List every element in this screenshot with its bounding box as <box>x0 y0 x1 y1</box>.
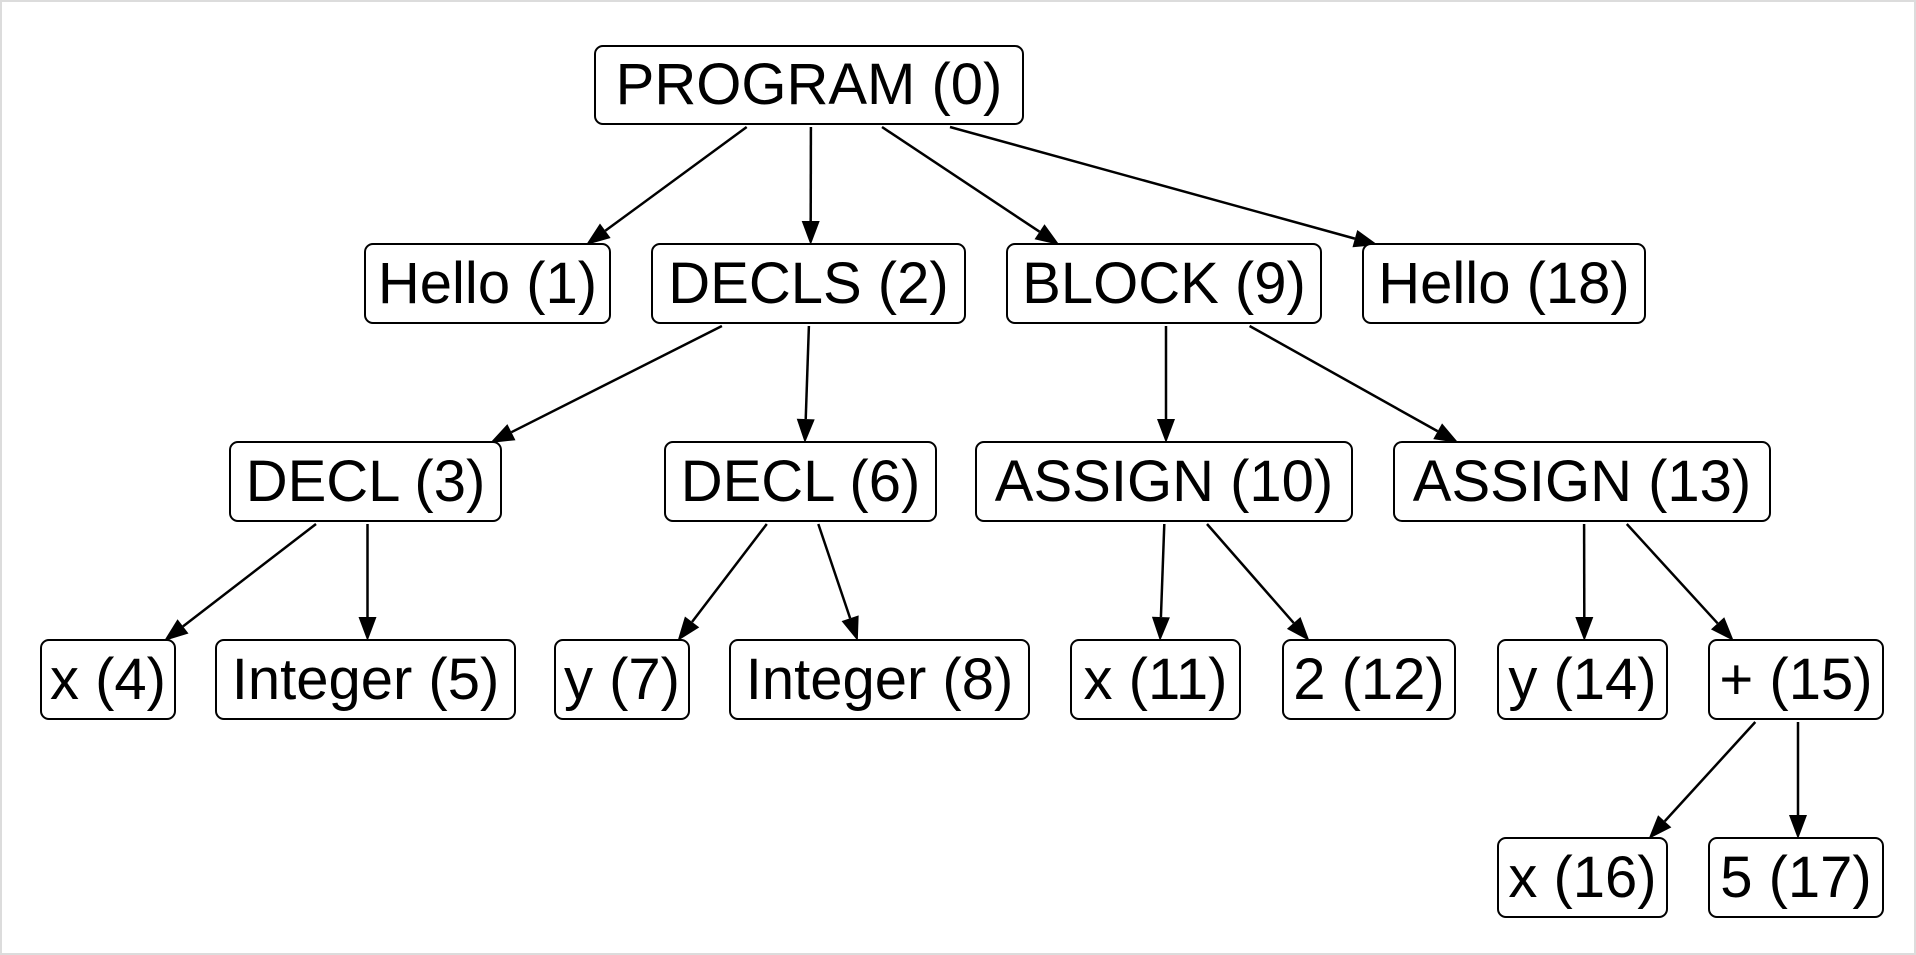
node-assign-13: ASSIGN (13) <box>1393 441 1771 522</box>
arrowhead-n9-n13 <box>1433 423 1459 443</box>
edge-n0-n9 <box>881 125 1041 233</box>
arrowhead-n10-n11 <box>1151 616 1170 641</box>
arrowhead-n15-n16 <box>1648 815 1672 839</box>
arrowhead-n15-n17 <box>1789 815 1807 839</box>
arrowhead-n13-n15 <box>1710 617 1734 641</box>
node-x-16: x (16) <box>1497 837 1668 918</box>
arrowhead-n6-n7 <box>677 616 700 641</box>
edge-n9-n13 <box>1248 324 1439 433</box>
node-5-17: 5 (17) <box>1708 837 1884 918</box>
arrowhead-n0-n2 <box>801 220 820 245</box>
arrowhead-n2-n3 <box>490 424 516 443</box>
edge-n3-n4 <box>182 523 317 628</box>
node-2-12: 2 (12) <box>1282 639 1456 720</box>
edge-n6-n8 <box>817 523 852 619</box>
arrowhead-n0-n18 <box>1352 229 1378 248</box>
edge-n2-n6 <box>804 325 811 420</box>
node-plus-15: + (15) <box>1708 639 1884 720</box>
node-assign-10: ASSIGN (10) <box>975 441 1353 522</box>
arrowhead-n13-n14 <box>1575 616 1594 641</box>
node-y-7: y (7) <box>554 639 690 720</box>
node-x-4: x (4) <box>40 639 176 720</box>
edge-n6-n7 <box>691 523 768 623</box>
arrowhead-n0-n9 <box>1034 224 1060 245</box>
node-decl-3: DECL (3) <box>229 441 502 522</box>
node-hello-18: Hello (18) <box>1362 243 1646 324</box>
node-program-0: PROGRAM (0) <box>594 45 1024 125</box>
arrowhead-n10-n12 <box>1286 617 1310 641</box>
arrowhead-n3-n4 <box>164 619 189 641</box>
node-x-11: x (11) <box>1070 639 1241 720</box>
edge-n0-n1 <box>604 125 748 232</box>
node-block-9: BLOCK (9) <box>1006 243 1322 324</box>
node-integer-5: Integer (5) <box>215 639 516 720</box>
edge-n2-n3 <box>510 324 723 434</box>
arrowhead-n2-n6 <box>796 418 815 443</box>
node-decls-2: DECLS (2) <box>651 243 966 324</box>
arrowhead-n9-n10 <box>1157 419 1175 443</box>
node-y-14: y (14) <box>1497 639 1668 720</box>
node-integer-8: Integer (8) <box>729 639 1030 720</box>
edge-n15-n16 <box>1663 721 1757 823</box>
edge-n10-n12 <box>1206 523 1295 624</box>
node-hello-1: Hello (1) <box>364 243 611 324</box>
arrowhead-n0-n1 <box>585 223 611 245</box>
edge-n13-n15 <box>1625 523 1719 625</box>
node-decl-6: DECL (6) <box>664 441 937 522</box>
arrowhead-n6-n8 <box>841 615 859 641</box>
edge-n0-n18 <box>949 125 1356 240</box>
edge-n10-n11 <box>1159 523 1166 618</box>
arrowhead-n3-n5 <box>358 617 377 641</box>
